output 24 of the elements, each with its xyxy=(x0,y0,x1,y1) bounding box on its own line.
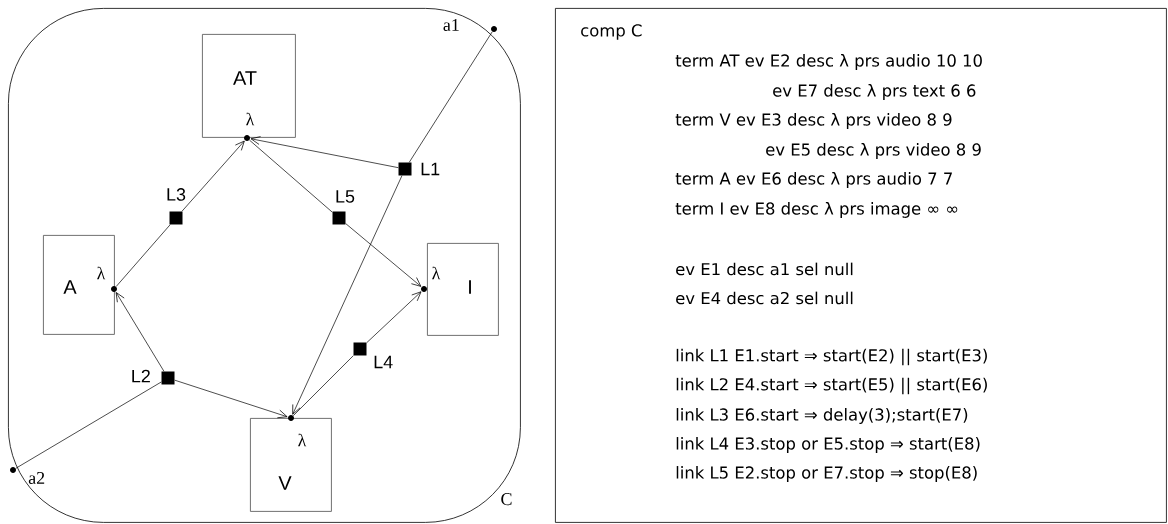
link-square: L4 xyxy=(353,342,393,369)
node-label: λ xyxy=(432,266,441,280)
arrow xyxy=(250,136,399,169)
node-label: a2 xyxy=(28,471,45,485)
node-label: L3 xyxy=(167,188,186,201)
node-label: a1 xyxy=(443,18,459,31)
link-square: L1 xyxy=(398,162,440,176)
arrow xyxy=(292,175,403,415)
arrow xyxy=(115,292,165,372)
arrow xyxy=(181,140,245,212)
arrow xyxy=(345,223,422,287)
link-square: L2 xyxy=(132,369,175,385)
link-square: L5 xyxy=(332,190,355,225)
node-label: L1 xyxy=(421,162,440,176)
node-label: λ xyxy=(97,266,106,280)
node-label: L5 xyxy=(336,190,355,203)
arrow xyxy=(366,291,422,344)
specification-panel: comp C term AT ev E2 desc λ prs audio 10 10 ev E7 desc λ prs text 6 6 term V ev E3 desc λ prs video 8 9 ev E5 desc λ prs video 8 9 term A ev E6 desc λ prs audio 7 7 term I ev E8 desc λ prs image ∞ ∞ ev E1 desc a1 sel null ev E4 desc a2 sel null link L1 E1.start ⇒ start(E2) || start(E3) link L2 E4.start ⇒ start(E5) || start(E6) link L3 E6.start ⇒ delay(3);start(E7) link L4 E3.stop or E5.stop ⇒ start(E8) link L5 E2.stop or E7.stop ⇒ stop(E8) xyxy=(555,8,1167,523)
node-label: λ xyxy=(246,112,255,126)
link-square: L3 xyxy=(167,188,186,225)
arrow xyxy=(174,379,288,419)
node-label: λ xyxy=(298,433,307,447)
node-label: L2 xyxy=(132,369,150,383)
node-label: L4 xyxy=(374,355,393,369)
